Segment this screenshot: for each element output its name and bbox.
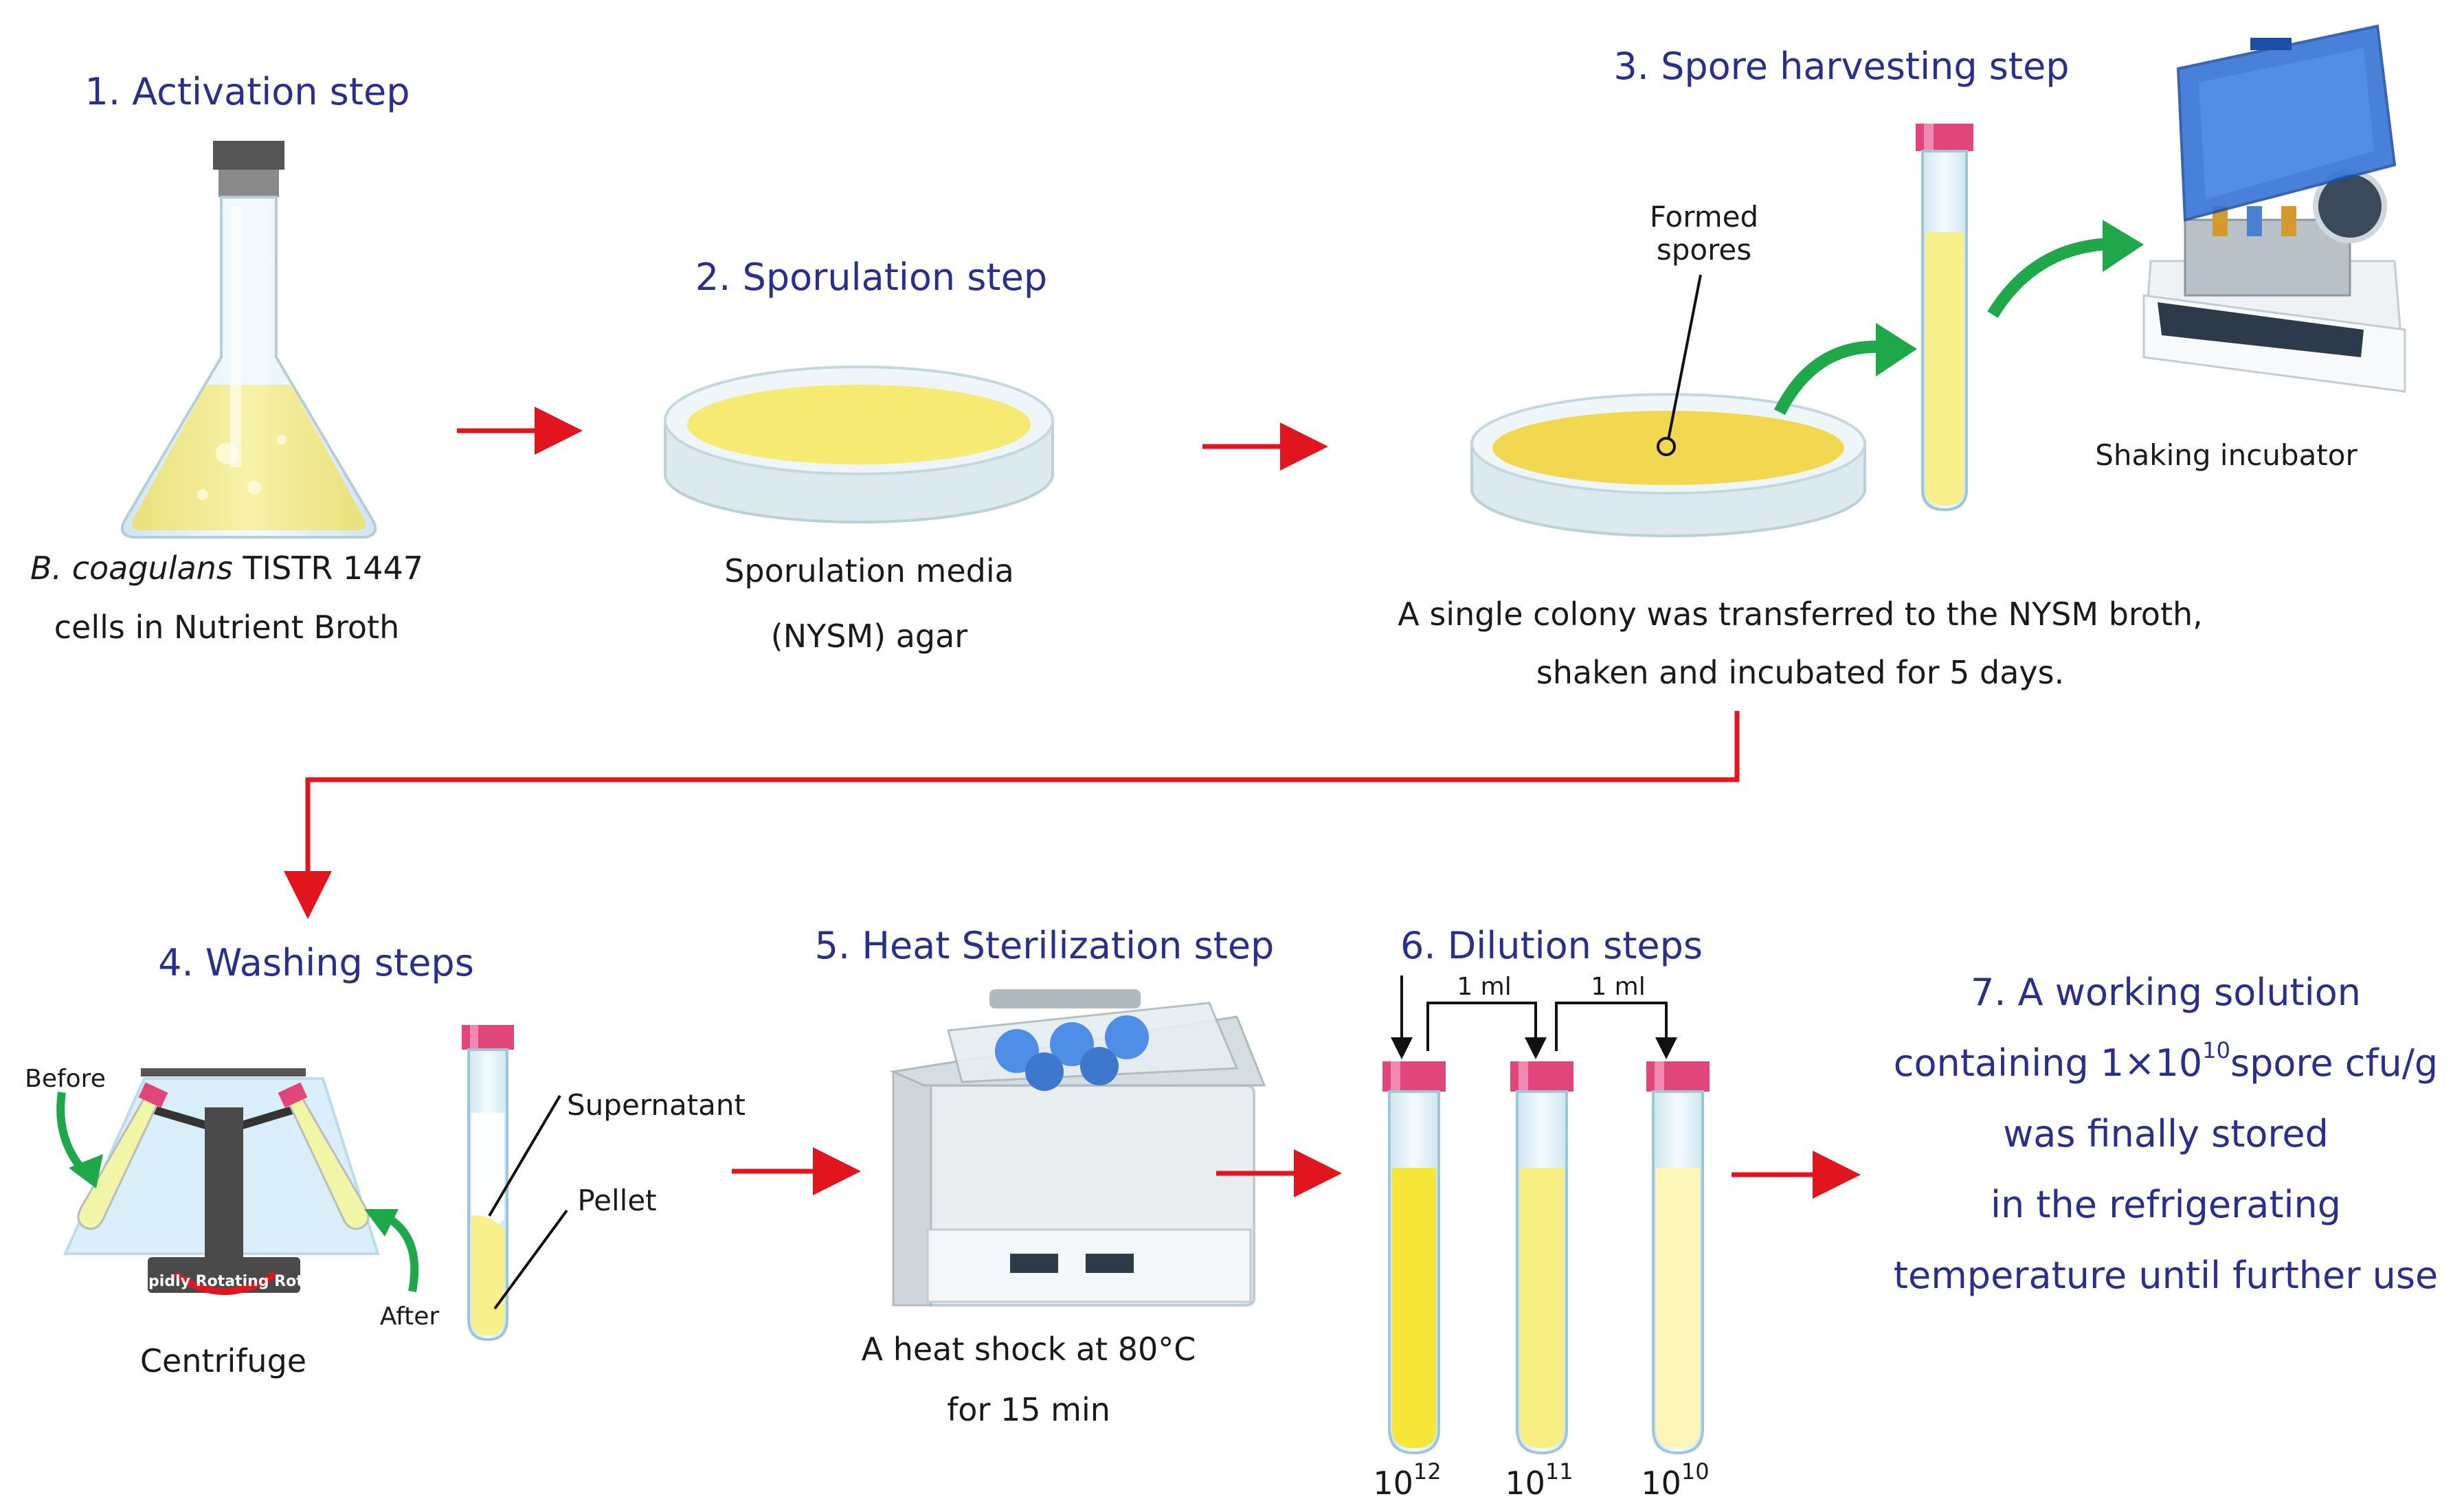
dilution-label-2: 1011 xyxy=(1505,1458,1573,1502)
shaking-incubator-icon xyxy=(2142,24,2406,393)
dilution-tube-3 xyxy=(1646,1061,1710,1455)
formed-spores-label-line1: Formed xyxy=(1650,200,1758,234)
dilution-label-1: 1012 xyxy=(1373,1458,1441,1502)
final-line5: temperature until further use xyxy=(1894,1254,2438,1297)
supernatant-pointer xyxy=(488,1094,561,1217)
final-line2: containing 1×1010spore cfu/g xyxy=(1894,1037,2438,1085)
transfer-label-1: 1 ml xyxy=(1457,973,1511,1001)
harvesting-title: 3. Spore harvesting step xyxy=(1613,45,2069,88)
green-arrow-before xyxy=(56,1092,89,1177)
rotor-label: Rapidly Rotating Rotor xyxy=(126,1273,322,1290)
heat-caption-line1: A heat shock at 80°C xyxy=(862,1331,1196,1368)
arrow-3-to-4 xyxy=(284,711,1740,919)
dilution-tube-1 xyxy=(1382,1061,1446,1455)
test-tube-icon xyxy=(1916,124,1973,512)
step-washing: 4. Washing steps Rapidly Rotating Rotor … xyxy=(25,941,746,1379)
erlenmeyer-flask-icon xyxy=(120,141,377,539)
harvesting-caption-line2: shaken and incubated for 5 days. xyxy=(1536,654,2064,691)
step-dilution: 6. Dilution steps 1 ml 1 ml 1012 1011 10… xyxy=(1373,924,1710,1502)
formed-spores-label-line2: spores xyxy=(1657,233,1751,267)
after-label: After xyxy=(380,1302,440,1331)
step-heat: 5. Heat Sterilization step A heat shock … xyxy=(815,924,1275,1428)
final-line3: was finally stored xyxy=(2003,1112,2329,1155)
green-arrow-tube-to-incubator xyxy=(1987,238,2110,318)
sporulation-title: 2. Sporulation step xyxy=(695,256,1047,299)
dilution-label-3: 1010 xyxy=(1641,1458,1709,1502)
step-sporulation: 2. Sporulation step Sporulation media (N… xyxy=(664,256,1054,655)
step-harvesting: 3. Spore harvesting step Formed spores xyxy=(1398,24,2406,691)
supernatant-label: Supernatant xyxy=(567,1088,746,1122)
harvesting-caption-line1: A single colony was transferred to the N… xyxy=(1398,596,2203,633)
formed-spores-pointer xyxy=(1667,274,1702,440)
heat-caption-line2: for 15 min xyxy=(947,1391,1110,1428)
green-arrow-dish-to-tube xyxy=(1773,340,1883,416)
centrifuge-label: Centrifuge xyxy=(140,1342,306,1379)
sporulation-caption-line2: (NYSM) agar xyxy=(771,618,967,655)
transfer-label-2: 1 ml xyxy=(1591,973,1645,1001)
before-label: Before xyxy=(25,1065,106,1093)
dilution-tube-2 xyxy=(1510,1061,1573,1455)
final-line4: in the refrigerating xyxy=(1991,1183,2341,1226)
step-activation: 1. Activation step B. coagulans TISTR 14… xyxy=(30,70,423,646)
washing-title: 4. Washing steps xyxy=(158,941,474,984)
final-line1: 7. A working solution xyxy=(1971,971,2361,1014)
dilution-transfer-arrow-2 xyxy=(1555,1002,1677,1059)
dilution-title: 6. Dilution steps xyxy=(1400,924,1703,967)
washed-tube-icon xyxy=(462,1025,514,1342)
petri-dish-colony-icon xyxy=(1470,393,1866,537)
sporulation-caption-line1: Sporulation media xyxy=(724,552,1014,589)
activation-caption-line1: B. coagulans TISTR 1447 xyxy=(30,550,423,587)
pellet-pointer xyxy=(493,1209,568,1310)
shaking-incubator-label: Shaking incubator xyxy=(2095,438,2357,472)
dilution-transfer-arrow-1 xyxy=(1426,1002,1547,1059)
centrifuge-icon: Rapidly Rotating Rotor xyxy=(63,1068,380,1295)
pellet-label: Pellet xyxy=(577,1184,656,1217)
petri-dish-icon xyxy=(664,365,1054,523)
activation-caption-line2: cells in Nutrient Broth xyxy=(54,609,400,646)
heat-title: 5. Heat Sterilization step xyxy=(815,924,1275,967)
step-final: 7. A working solution containing 1×1010s… xyxy=(1894,971,2438,1297)
water-bath-icon xyxy=(889,989,1266,1307)
spore-colony-marker xyxy=(1657,437,1676,456)
activation-title: 1. Activation step xyxy=(85,70,410,113)
